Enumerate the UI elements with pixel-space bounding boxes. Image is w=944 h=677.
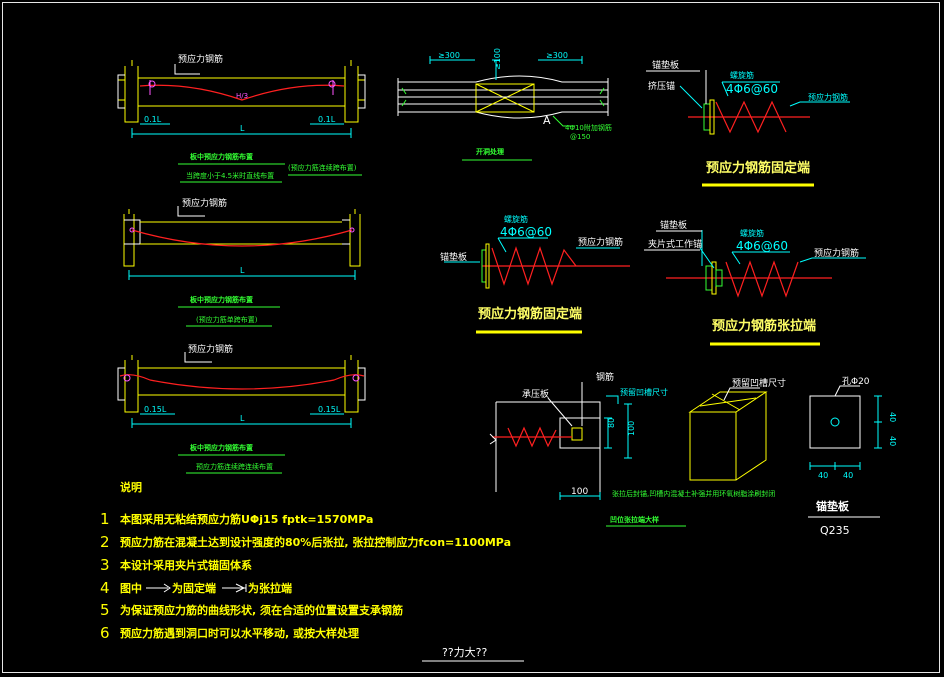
recess-cube-label: 预留凹槽尺寸 (732, 377, 786, 389)
plate-title: 锚垫板 (816, 499, 850, 513)
anchor-top-spec: 4Φ6@60 (726, 82, 778, 96)
anchor-plate-detail: 孔Φ20 40 40 40 40 锚垫板 Q235 (808, 376, 897, 537)
anchor-mid-title: 预应力钢筋固定端 (478, 306, 582, 322)
detail-2-tendon-layout: 预应力钢筋 L 板中预应力钢筋布置 (预应力筋单跨布置) (123, 197, 361, 327)
plate-dim-w2: 40 (843, 471, 853, 480)
detail-3-tendon-layout: 预应力钢筋 0.15L 0.15L L 板中预应力钢筋布置 预应力筋连续跨连续布… (117, 343, 366, 474)
detail-3-dim-right: 0.15L (318, 405, 341, 414)
footer-title: ??力大?? (422, 645, 524, 662)
note-5-num: 5 (100, 601, 110, 619)
plate-hole: 孔Φ20 (842, 376, 870, 387)
anchor-tension-steel-label: 预应力钢筋 (814, 247, 859, 259)
anchor-tension-clip-label: 夹片式工作锚 (648, 238, 702, 250)
recess-dim-side2: 100 (627, 421, 636, 436)
plate-dim-h1: 40 (888, 412, 897, 422)
detail-1-note: (预应力筋连续跨布置) (288, 163, 357, 172)
anchor-fixed-mid-detail: 螺旋筋 4Φ6@60 锚垫板 预应力钢筋 预应力钢筋固定端 (440, 214, 630, 334)
opening-title: 开洞处理 (476, 147, 504, 156)
opening-dim-left: ≥300 (438, 51, 460, 60)
note-3-num: 3 (100, 556, 110, 574)
note-6-num: 6 (100, 624, 110, 642)
opening-detail: ≥300 ≥300 ≥100 A 4Φ10附加钢筋 @150 开洞处理 (397, 48, 612, 161)
detail-1-dim-right: 0.1L (318, 115, 336, 124)
anchor-top-title: 预应力钢筋固定端 (706, 160, 810, 176)
anchor-tension-plate-label: 锚垫板 (660, 219, 687, 231)
anchor-mid-spec: 4Φ6@60 (500, 225, 552, 239)
note-2-num: 2 (100, 533, 110, 551)
opening-dim-vertical: ≥100 (493, 48, 502, 70)
note-5-text: 为保证预应力筋的曲线形状, 须在合适的位置设置支承钢筋 (120, 603, 403, 617)
anchor-mid-spiral-label: 螺旋筋 (504, 214, 528, 224)
note-3-text: 本设计采用夹片式锚固体系 (120, 558, 252, 572)
anchor-mid-steel-label: 预应力钢筋 (578, 236, 623, 248)
anchor-tension-spiral-label: 螺旋筋 (740, 228, 764, 238)
note-1-text: 本图采用无粘结预应力筋UΦj15 fptk=1570MPa (120, 512, 373, 526)
note-1-num: 1 (100, 510, 110, 528)
anchor-fixed-top-detail: 锚垫板 挤压锚 螺旋筋 4Φ6@60 预应力钢筋 预应力钢筋固定端 (646, 59, 850, 187)
detail-1-mid-mark: H/3 (236, 92, 248, 100)
detail-1-dim-left: 0.1L (144, 115, 162, 124)
detail-1-tendon-layout: H/3 预应力钢筋 0.1L 0.1L L 板中预应力钢筋布置 当跨度小于4.5… (117, 53, 366, 183)
anchor-top-steel-label: 预应力钢筋 (808, 92, 848, 102)
note-4-fixed: 为固定端 (172, 581, 216, 595)
opening-bar-label: 4Φ10附加钢筋 (565, 123, 612, 132)
detail-2-steel-label: 预应力钢筋 (182, 197, 227, 209)
anchor-top-spiral-label: 螺旋筋 (730, 70, 754, 80)
anchor-tension-spec: 4Φ6@60 (736, 239, 788, 253)
anchor-top-plate-label: 锚垫板 (652, 59, 679, 71)
note-2-text: 预应力筋在混凝土达到设计强度的80%后张拉, 张拉控制应力fcon=1100MP… (120, 535, 511, 549)
opening-dim-right: ≥300 (546, 51, 568, 60)
detail-1-title: 板中预应力钢筋布置 (190, 152, 253, 161)
plate-dim-w1: 40 (818, 471, 828, 480)
opening-bar-sub: @150 (570, 133, 590, 141)
detail-2-dim-span: L (240, 266, 245, 275)
detail-3-dim-left: 0.15L (144, 405, 167, 414)
detail-3-subtitle: 预应力筋连续跨连续布置 (196, 462, 273, 471)
anchor-top-press-label: 挤压锚 (648, 80, 675, 92)
note-4-num: 4 (100, 579, 110, 597)
anchor-tension-detail: 锚垫板 夹片式工作锚 螺旋筋 4Φ6@60 预应力钢筋 预应力钢筋张拉端 (644, 219, 866, 346)
recess-title: 凹位张拉端大样 (610, 515, 659, 524)
notes-section: 说明 1 本图采用无粘结预应力筋UΦj15 fptk=1570MPa 2 预应力… (100, 480, 511, 642)
recess-top-label: 预留凹槽尺寸 (620, 387, 668, 397)
notes-header: 说明 (120, 480, 142, 494)
detail-1-steel-label: 预应力钢筋 (178, 53, 223, 65)
recess-detail: 承压板 钢筋 预留凹槽尺寸 80 100 100 张拉后封锚,凹槽内混凝土补强并… (489, 371, 786, 527)
note-4-text: 图中 (120, 581, 142, 595)
opening-mark: A (543, 114, 551, 127)
detail-3-dim-span: L (240, 414, 245, 423)
detail-2-title: 板中预应力钢筋布置 (190, 295, 253, 304)
recess-dim-side1: 80 (607, 418, 616, 428)
detail-1-subtitle: 当跨度小于4.5米时直线布置 (186, 171, 274, 180)
anchor-tension-title: 预应力钢筋张拉端 (712, 318, 816, 334)
recess-rebar-label: 钢筋 (596, 371, 614, 383)
note-6-text: 预应力筋遇到洞口时可以水平移动, 或按大样处理 (120, 626, 359, 640)
footer-title-text: ??力大?? (442, 645, 488, 659)
detail-1-dim-span: L (240, 124, 245, 133)
detail-2-subtitle: (预应力筋单跨布置) (196, 315, 258, 324)
detail-3-title: 板中预应力钢筋布置 (190, 443, 253, 452)
anchor-mid-plate-label: 锚垫板 (440, 251, 467, 263)
detail-3-steel-label: 预应力钢筋 (188, 343, 233, 355)
recess-note: 张拉后封锚,凹槽内混凝土补强并用环氧树脂涂刷封闭 (612, 489, 775, 498)
note-4-tension: 为张拉端 (248, 581, 292, 595)
plate-material: Q235 (820, 524, 850, 537)
recess-dim-bottom: 100 (571, 487, 588, 497)
recess-anchor-label: 承压板 (522, 388, 549, 400)
plate-dim-h2: 40 (888, 436, 897, 446)
